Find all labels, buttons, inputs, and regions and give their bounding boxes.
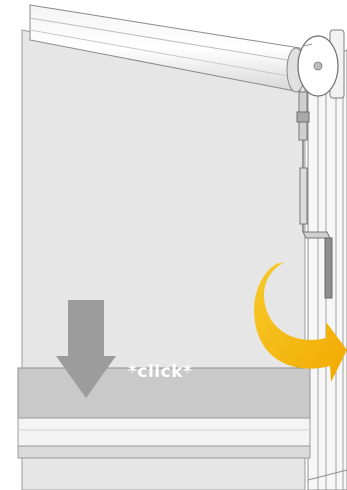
end-bracket [298, 30, 344, 98]
click-annotation: *click* [128, 364, 192, 381]
